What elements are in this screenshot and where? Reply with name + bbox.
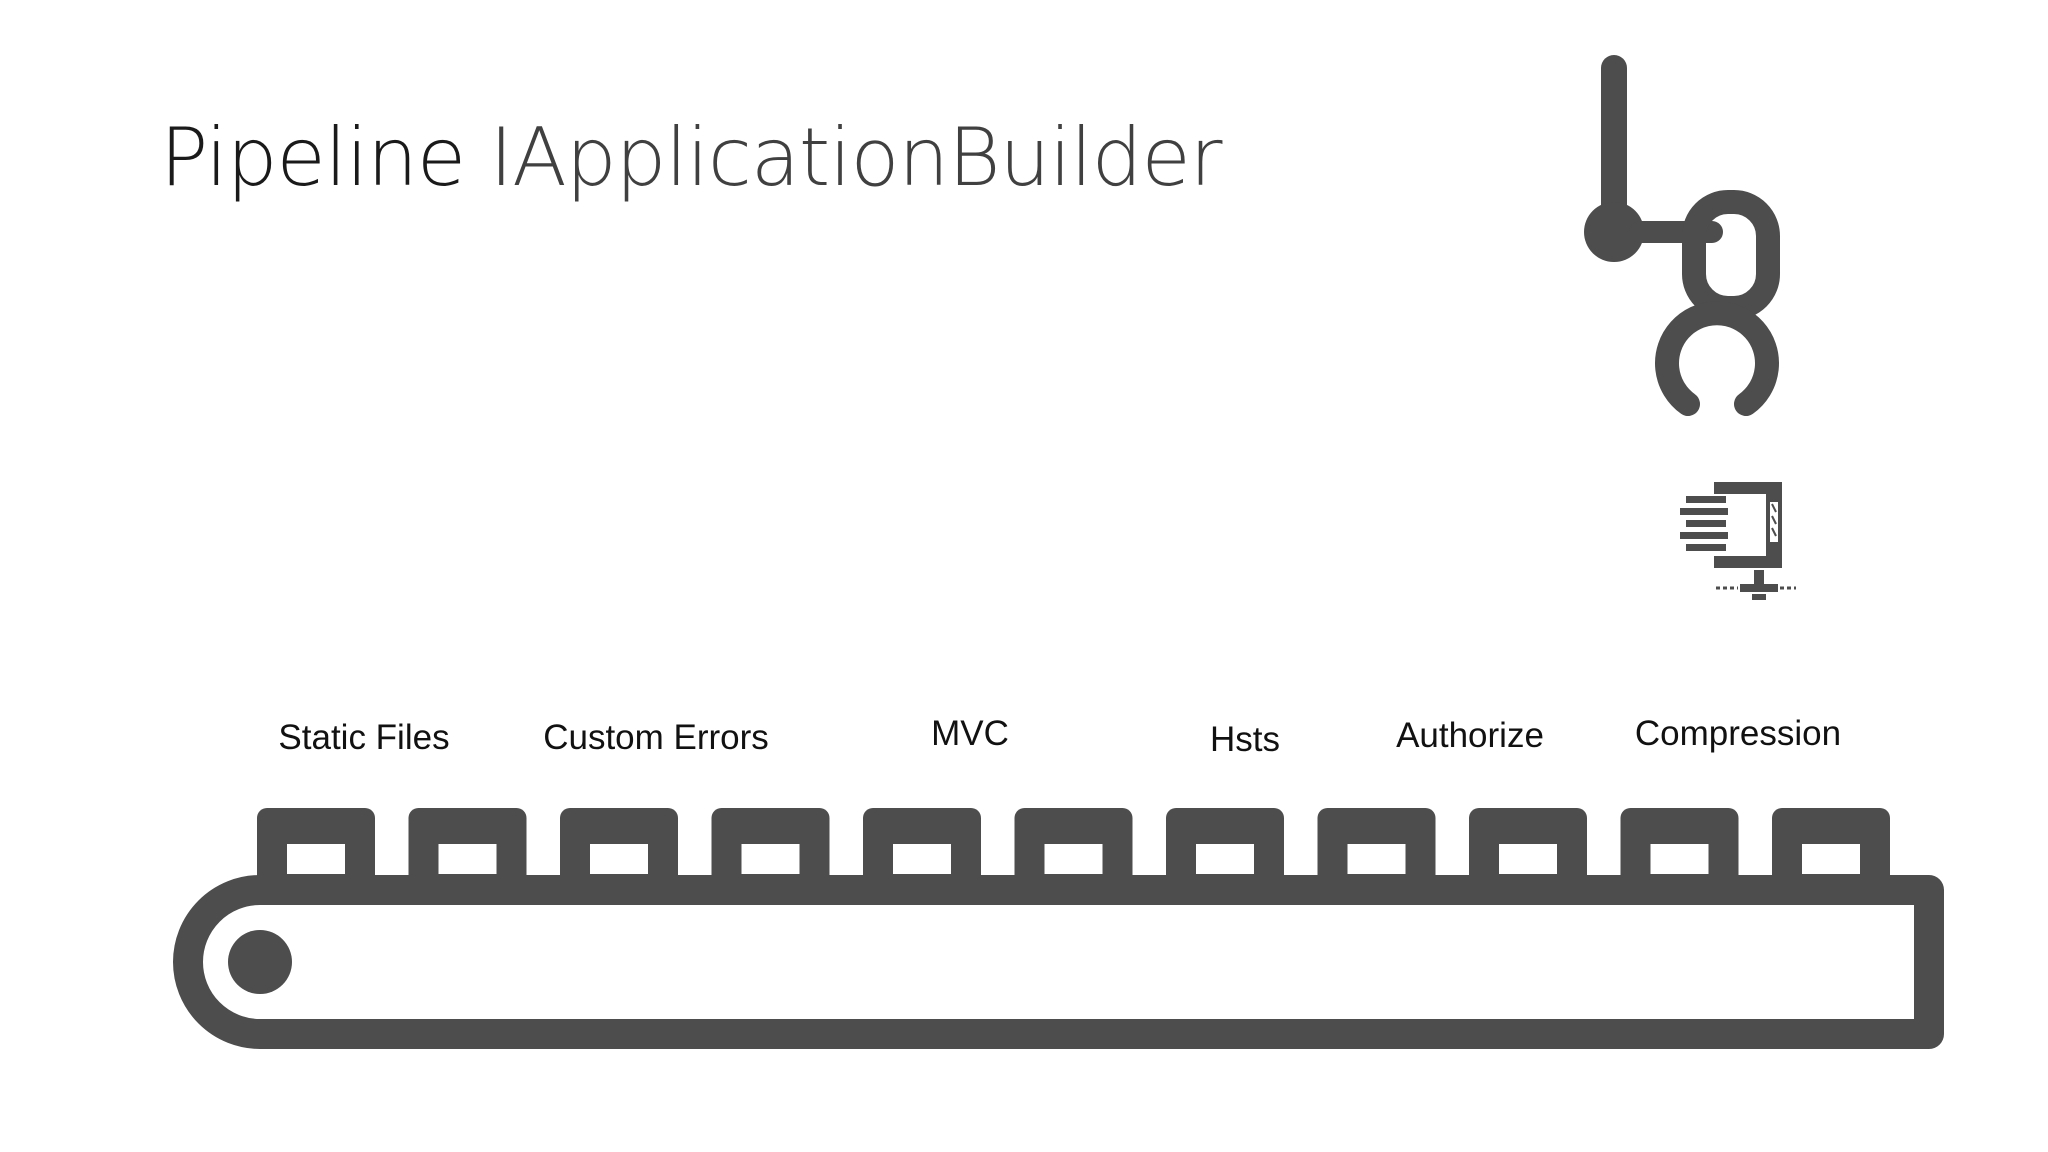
- page-title: Pipeline IApplicationBuilder: [160, 118, 1223, 198]
- stage-label-compression: Compression: [1634, 714, 1842, 753]
- conveyor-roller: [228, 930, 292, 994]
- stage-label-static-files: Static Files: [278, 718, 450, 757]
- title-iapplicationbuilder: IApplicationBuilder: [489, 111, 1223, 204]
- conveyor-block-window: [287, 844, 345, 874]
- stage-label-custom-errors: Custom Errors: [543, 718, 769, 757]
- conveyor-block-window: [741, 844, 800, 874]
- conveyor-block-window: [1347, 844, 1406, 874]
- stage-label-hsts: Hsts: [1210, 720, 1280, 759]
- conveyor-block-window: [1650, 844, 1709, 874]
- compression-clamp-icon: [1680, 482, 1796, 600]
- stage-label-mvc: MVC: [931, 714, 1009, 753]
- conveyor-block-window: [1802, 844, 1860, 874]
- conveyor-block-window: [1196, 844, 1254, 874]
- conveyor-block-window: [893, 844, 951, 874]
- conveyor-block-window: [438, 844, 497, 874]
- stage-label-authorize: Authorize: [1396, 716, 1544, 755]
- conveyor-blocks: [257, 808, 1890, 890]
- robot-arm-icon: [1584, 55, 1780, 416]
- title-pipeline: Pipeline: [160, 111, 466, 204]
- conveyor-block-window: [590, 844, 648, 874]
- conveyor-block-window: [1499, 844, 1557, 874]
- conveyor-block-window: [1044, 844, 1103, 874]
- conveyor-belt-icon: [173, 808, 1944, 1049]
